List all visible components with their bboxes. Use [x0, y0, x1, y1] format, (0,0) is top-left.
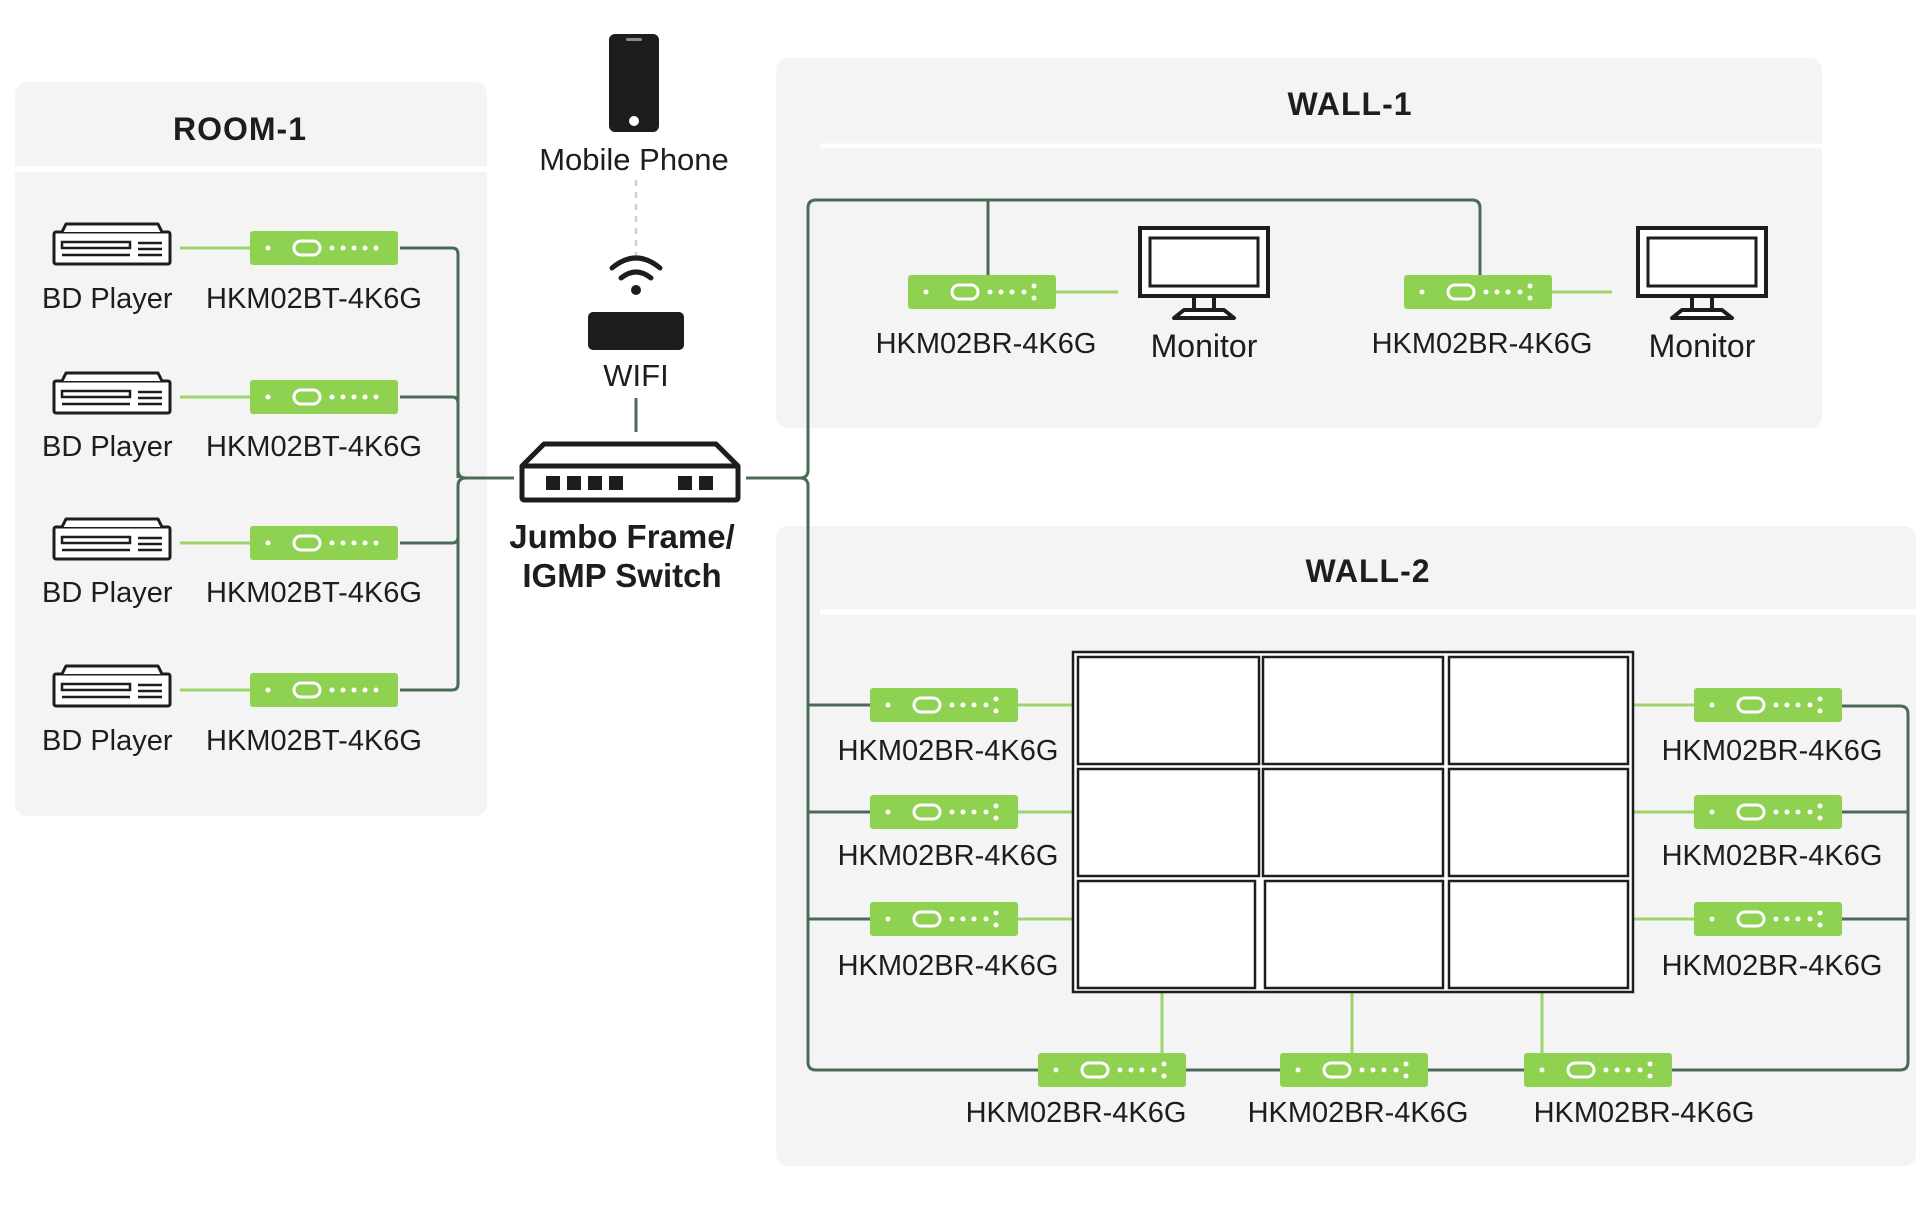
wall1-title: WALL-1 [1287, 86, 1412, 122]
receiver-label: HKM02BR-4K6G [1534, 1097, 1755, 1129]
mobile-phone-icon [609, 34, 659, 132]
receiver-icon [1036, 1051, 1188, 1089]
room1-source-2: BD Player HKM02BT-4K6G [42, 371, 422, 463]
mobile-phone-label: Mobile Phone [539, 142, 729, 177]
receiver-icon [1692, 793, 1844, 831]
receiver-label: HKM02BR-4K6G [838, 735, 1059, 767]
transmitter-label: HKM02BT-4K6G [206, 283, 422, 315]
player-label: BD Player [42, 431, 173, 463]
transmitter-icon [248, 378, 400, 416]
receiver-label: HKM02BR-4K6G [966, 1097, 1187, 1129]
wall1-panel [776, 58, 1822, 428]
receiver-icon [868, 900, 1020, 938]
transmitter-label: HKM02BT-4K6G [206, 577, 422, 609]
receiver-icon [868, 686, 1020, 724]
wall2-bottom-receiver-3: HKM02BR-4K6G [1522, 1051, 1755, 1129]
wall1-receiver-1: HKM02BR-4K6G Monitor [876, 226, 1270, 364]
transmitter-icon [248, 524, 400, 562]
wall2-left-receiver-3: HKM02BR-4K6G [838, 900, 1059, 982]
receiver-icon [1402, 273, 1554, 311]
switch-label-line1: Jumbo Frame/ [509, 518, 735, 555]
player-label: BD Player [42, 577, 173, 609]
switch-label-line2: IGMP Switch [522, 557, 721, 594]
receiver-label: HKM02BR-4K6G [1662, 950, 1883, 982]
bd-player-icon [52, 664, 172, 708]
wall2-left-receiver-2: HKM02BR-4K6G [838, 793, 1059, 872]
network-switch-icon [519, 441, 741, 503]
wifi-icon [609, 255, 663, 295]
transmitter-label: HKM02BT-4K6G [206, 725, 422, 757]
transmitter-label: HKM02BT-4K6G [206, 431, 422, 463]
receiver-icon [1692, 686, 1844, 724]
receiver-icon [1692, 900, 1844, 938]
wall2-bottom-receiver-1: HKM02BR-4K6G [966, 1051, 1188, 1129]
monitor-label: Monitor [1649, 328, 1756, 364]
receiver-label: HKM02BR-4K6G [876, 328, 1097, 360]
bd-player-icon [52, 371, 172, 415]
bd-player-icon [52, 222, 172, 266]
receiver-label: HKM02BR-4K6G [1662, 735, 1883, 767]
wall2-right-receiver-2: HKM02BR-4K6G [1662, 793, 1883, 872]
wall2-right-receiver-3: HKM02BR-4K6G [1662, 900, 1883, 982]
receiver-label: HKM02BR-4K6G [1662, 840, 1883, 872]
receiver-icon [906, 273, 1058, 311]
receiver-icon [1278, 1051, 1430, 1089]
wifi-label: WIFI [603, 358, 668, 393]
transmitter-icon [248, 229, 400, 267]
receiver-label: HKM02BR-4K6G [1248, 1097, 1469, 1129]
bd-player-icon [52, 517, 172, 561]
transmitter-icon [248, 671, 400, 709]
room1-title: ROOM-1 [173, 111, 307, 147]
video-wall [1071, 650, 1635, 994]
connection-lines [180, 180, 1910, 1072]
receiver-icon [868, 793, 1020, 831]
receiver-label: HKM02BR-4K6G [1372, 328, 1593, 360]
receiver-label: HKM02BR-4K6G [838, 840, 1059, 872]
wall2-right-receiver-1: HKM02BR-4K6G [1662, 686, 1883, 767]
wall2-left-receiver-1: HKM02BR-4K6G [838, 686, 1059, 767]
wall2-bottom-receiver-2: HKM02BR-4K6G [1248, 1051, 1469, 1129]
router-icon [588, 312, 684, 350]
receiver-label: HKM02BR-4K6G [838, 950, 1059, 982]
player-label: BD Player [42, 283, 173, 315]
player-label: BD Player [42, 725, 173, 757]
room1-panel [15, 82, 487, 816]
monitor-label: Monitor [1151, 328, 1258, 364]
room1-source-3: BD Player HKM02BT-4K6G [42, 517, 422, 609]
wall1-receiver-2: HKM02BR-4K6G Monitor [1372, 226, 1768, 364]
receiver-icon [1522, 1051, 1674, 1089]
wall2-title: WALL-2 [1305, 553, 1430, 589]
room1-source-1: BD Player HKM02BT-4K6G [42, 222, 422, 315]
room1-source-4: BD Player HKM02BT-4K6G [42, 664, 422, 757]
